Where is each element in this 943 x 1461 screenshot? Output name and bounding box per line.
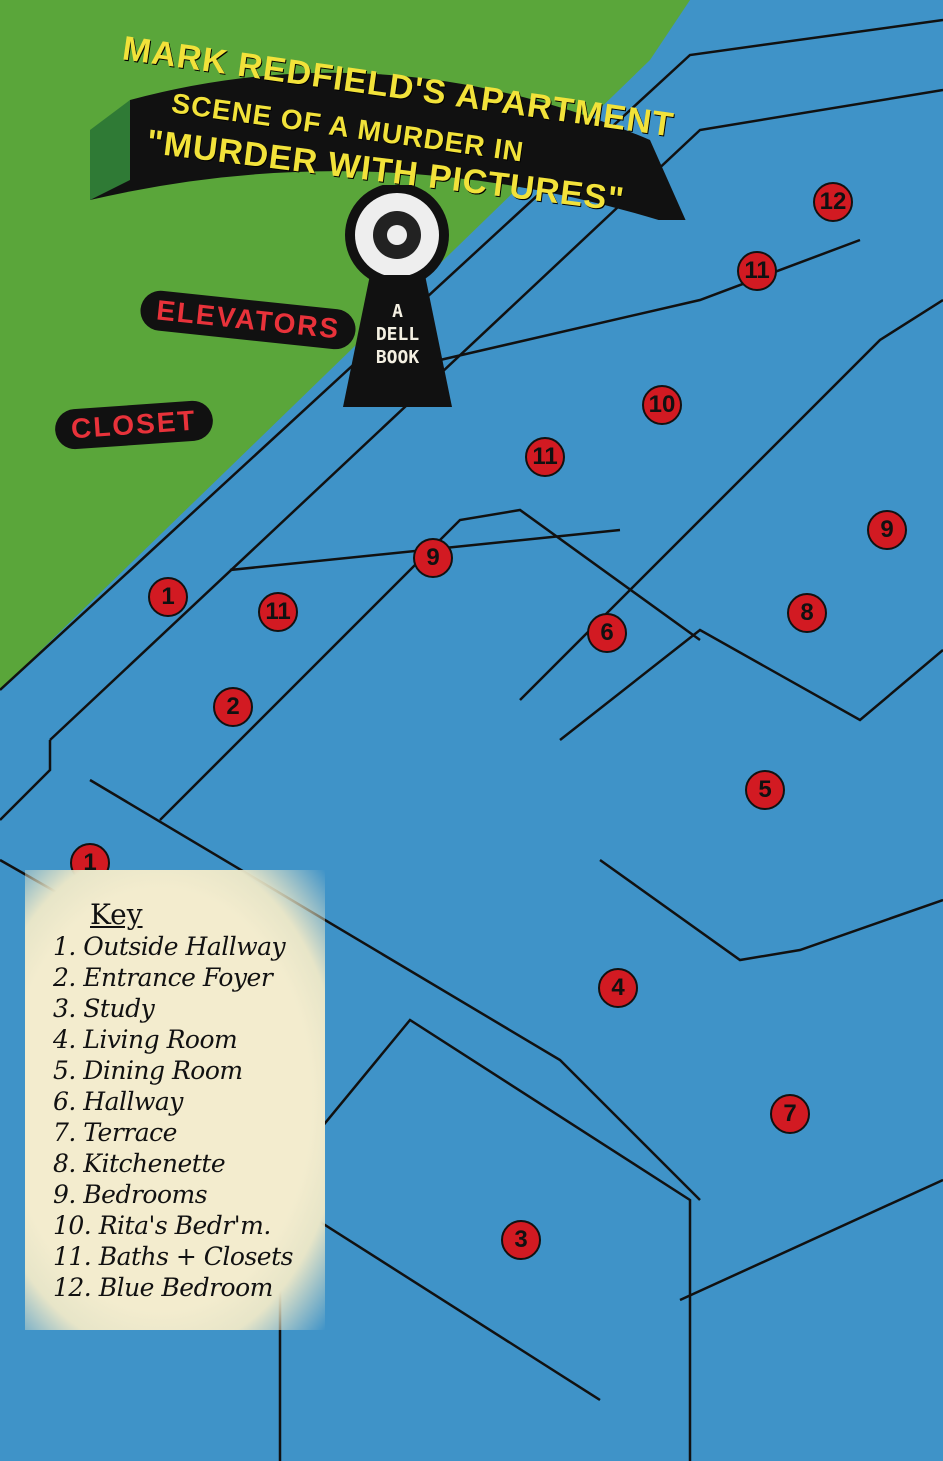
key-item: 8. Kitchenette (53, 1149, 226, 1178)
room-marker: 8 (787, 593, 827, 633)
room-marker: 12 (813, 182, 853, 222)
eye-keyhole-icon (343, 183, 452, 407)
room-marker: 5 (745, 770, 785, 810)
key-item: 5. Dining Room (53, 1056, 243, 1085)
room-marker: 11 (737, 251, 777, 291)
banner-ribbon (90, 72, 686, 220)
room-marker: 7 (770, 1094, 810, 1134)
map-key: Key 1. Outside Hallway 2. Entrance Foyer… (25, 870, 325, 1330)
room-marker: 11 (525, 437, 565, 477)
key-title: Key (90, 898, 143, 931)
key-item: 12. Blue Bedroom (53, 1273, 273, 1302)
room-marker: 4 (598, 968, 638, 1008)
key-item: 4. Living Room (53, 1025, 238, 1054)
room-marker: 1 (148, 577, 188, 617)
room-marker: 2 (213, 687, 253, 727)
publisher-line-3: BOOK (375, 347, 420, 368)
dell-book-keyhole-logo: A DELL BOOK (340, 183, 455, 410)
key-item: 3. Study (53, 994, 155, 1023)
key-item: 1. Outside Hallway (53, 932, 286, 961)
key-item: 2. Entrance Foyer (53, 963, 273, 992)
key-item: 11. Baths + Closets (53, 1242, 293, 1271)
key-item: 7. Terrace (53, 1118, 177, 1147)
room-marker: 10 (642, 385, 682, 425)
key-item: 9. Bedrooms (53, 1180, 208, 1209)
publisher-line-1: A (392, 301, 403, 322)
key-item: 6. Hallway (53, 1087, 183, 1116)
room-marker: 9 (413, 538, 453, 578)
title-banner: MARK REDFIELD'S APARTMENT SCENE OF A MUR… (90, 29, 690, 220)
room-marker: 3 (501, 1220, 541, 1260)
key-list: 1. Outside Hallway 2. Entrance Foyer 3. … (53, 932, 293, 1304)
room-marker: 11 (258, 592, 298, 632)
publisher-line-2: DELL (375, 324, 420, 345)
room-marker: 9 (867, 510, 907, 550)
room-marker: 6 (587, 613, 627, 653)
key-item: 10. Rita's Bedr'm. (53, 1211, 271, 1240)
